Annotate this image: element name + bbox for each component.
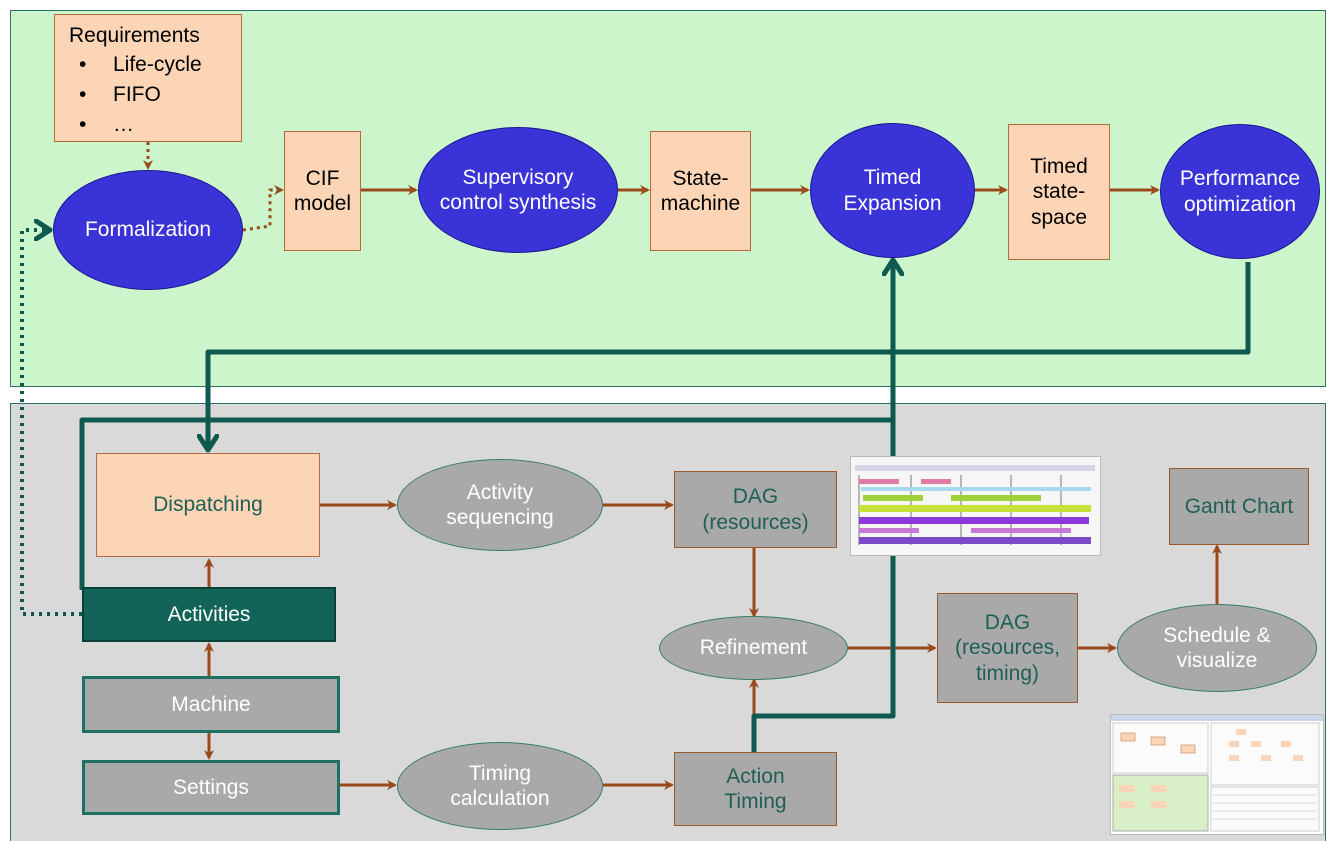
- requirements-list: Life-cycle FIFO …: [69, 50, 202, 140]
- timing-calculation-node: Timing calculation: [397, 742, 603, 830]
- tool-thumbnail-graphic: [1111, 715, 1323, 832]
- gantt-chart-label: Gantt Chart: [1184, 494, 1294, 518]
- state-machine-label: State- machine: [660, 166, 741, 215]
- tool-screenshot-thumbnail: [1110, 714, 1324, 835]
- dag-resources-timing-node: DAG (resources, timing): [937, 593, 1078, 703]
- timed-expansion-node: Timed Expansion: [810, 123, 975, 258]
- refinement-node: Refinement: [659, 616, 848, 680]
- supervisory-node: Supervisory control synthesis: [418, 127, 618, 253]
- supervisory-label: Supervisory control synthesis: [439, 165, 597, 214]
- requirements-item: Life-cycle: [79, 50, 202, 80]
- settings-label: Settings: [173, 775, 249, 799]
- arrow-formalization-cif: [242, 185, 284, 232]
- gantt-chart-node: Gantt Chart: [1169, 468, 1309, 545]
- refinement-label: Refinement: [699, 636, 808, 660]
- formalization-node: Formalization: [53, 170, 243, 290]
- machine-label: Machine: [171, 692, 251, 716]
- arrow-actiontiming-timedexpansion: [751, 420, 896, 752]
- gantt-thumbnail-graphic: [851, 457, 1100, 555]
- state-machine-node: State- machine: [650, 131, 751, 251]
- action-timing-label: Action Timing: [724, 764, 787, 813]
- settings-node: Settings: [82, 760, 340, 815]
- timed-expansion-label: Timed Expansion: [843, 166, 942, 215]
- performance-node: Performance optimization: [1160, 124, 1320, 259]
- machine-node: Machine: [82, 676, 340, 733]
- activity-sequencing-node: Activity sequencing: [397, 459, 603, 551]
- arrow-activities-timedexpansion: [79, 262, 893, 590]
- activities-label: Activities: [167, 602, 251, 626]
- timed-state-space-label: Timed state- space: [1030, 155, 1088, 229]
- schedule-screenshot-thumbnail: [850, 456, 1101, 556]
- cif-model-label: CIF model: [293, 166, 352, 215]
- requirements-title: Requirements: [69, 24, 200, 47]
- action-timing-node: Action Timing: [674, 752, 837, 826]
- dag-resources-timing-label: DAG (resources, timing): [954, 611, 1061, 685]
- schedule-visualize-node: Schedule & visualize: [1117, 604, 1317, 692]
- requirements-box: Requirements Life-cycle FIFO …: [54, 14, 242, 142]
- dag-resources-label: DAG (resources): [702, 485, 809, 534]
- requirements-item: …: [79, 110, 202, 140]
- timing-calculation-label: Timing calculation: [450, 761, 550, 810]
- dispatching-label: Dispatching: [153, 493, 263, 517]
- formalization-label: Formalization: [84, 218, 212, 242]
- arrow-activities-formalization: [20, 230, 82, 616]
- dispatching-node: Dispatching: [96, 453, 320, 557]
- schedule-visualize-label: Schedule & visualize: [1163, 623, 1271, 672]
- dag-resources-node: DAG (resources): [674, 471, 837, 548]
- activities-node: Activities: [82, 587, 336, 642]
- timed-state-space-node: Timed state- space: [1008, 124, 1110, 260]
- arrow-performance-dispatching: [208, 262, 1251, 448]
- requirements-item: FIFO: [79, 80, 202, 110]
- cif-model-node: CIF model: [284, 131, 361, 251]
- performance-label: Performance optimization: [1179, 167, 1301, 216]
- activity-sequencing-label: Activity sequencing: [446, 480, 554, 529]
